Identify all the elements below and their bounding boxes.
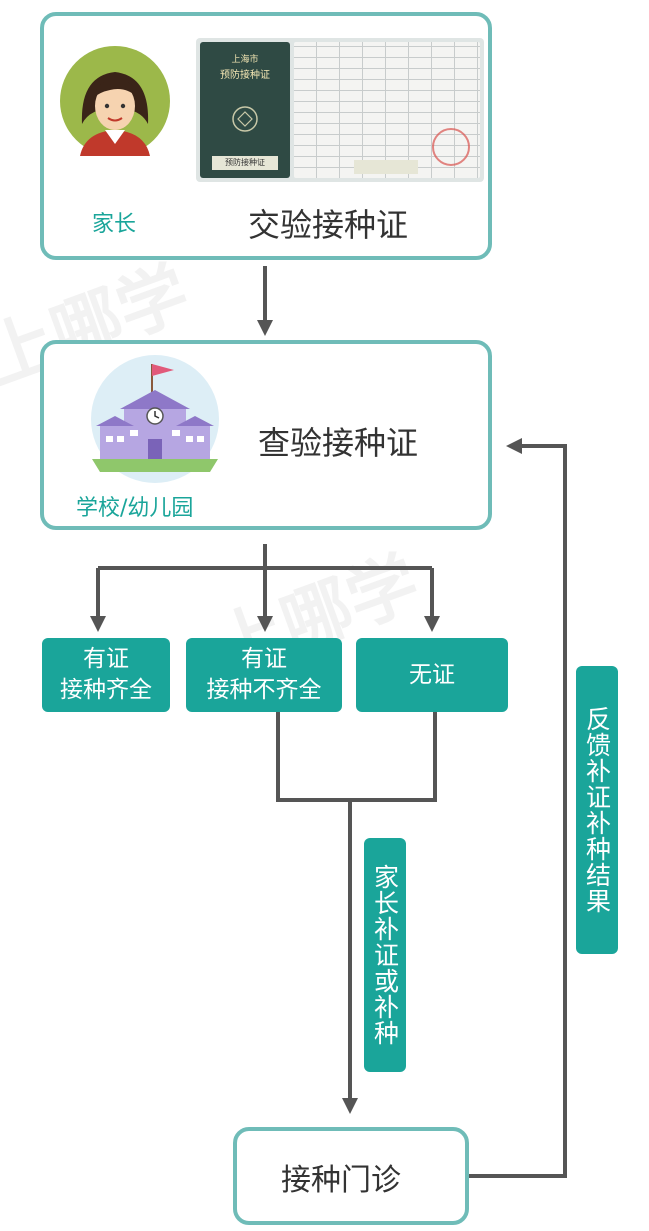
outcome-complete-line1: 有证 (83, 646, 129, 672)
outcome-incomplete-box: 有证 接种不齐全 (186, 638, 342, 712)
certificate-record-footer (354, 160, 418, 174)
outcome-none-box: 无证 (356, 638, 508, 712)
certificate-record-page (294, 42, 480, 178)
clinic-label: 接种门诊 (281, 1163, 401, 1198)
certificate-emblem-icon (232, 106, 258, 132)
outcome-none-label: 无证 (409, 661, 455, 688)
certificate-title-line1: 上海市 (231, 55, 259, 65)
school-role-label: 学校/幼儿园 (76, 496, 194, 521)
certificate-cover: 上海市 预防接种证 预防接种证 (200, 42, 290, 178)
certificate-cover-footer: 预防接种证 (212, 156, 278, 170)
feedback-label: 反馈补证补种结果 (576, 666, 618, 954)
outcome-incomplete-line2: 接种不齐全 (206, 677, 322, 703)
certificate-stamp-icon (432, 128, 470, 166)
feedback-loop (469, 438, 567, 1178)
vaccination-certificate-image: 上海市 预防接种证 预防接种证 (196, 38, 484, 182)
parent-avatar-icon (60, 46, 170, 156)
merge-connector (276, 712, 437, 802)
school-step-box: 学校/幼儿园 查验接种证 (40, 340, 492, 530)
outcome-complete-line2: 接种齐全 (60, 677, 152, 703)
school-building-icon (91, 355, 219, 483)
parent-role-label: 家长 (92, 212, 137, 237)
outcome-complete-box: 有证 接种齐全 (42, 638, 170, 712)
parent-step-box: 家长 上海市 预防接种证 预防接种证 交验接种证 (40, 12, 492, 260)
parent-action-label: 交验接种证 (248, 206, 409, 244)
clinic-step-box: 接种门诊 (233, 1127, 469, 1225)
parent-supplement-label: 家长补证或补种 (364, 838, 406, 1072)
school-action-label: 查验接种证 (258, 424, 419, 462)
certificate-title-line2: 预防接种证 (220, 70, 270, 81)
outcome-incomplete-line1: 有证 (241, 646, 287, 672)
